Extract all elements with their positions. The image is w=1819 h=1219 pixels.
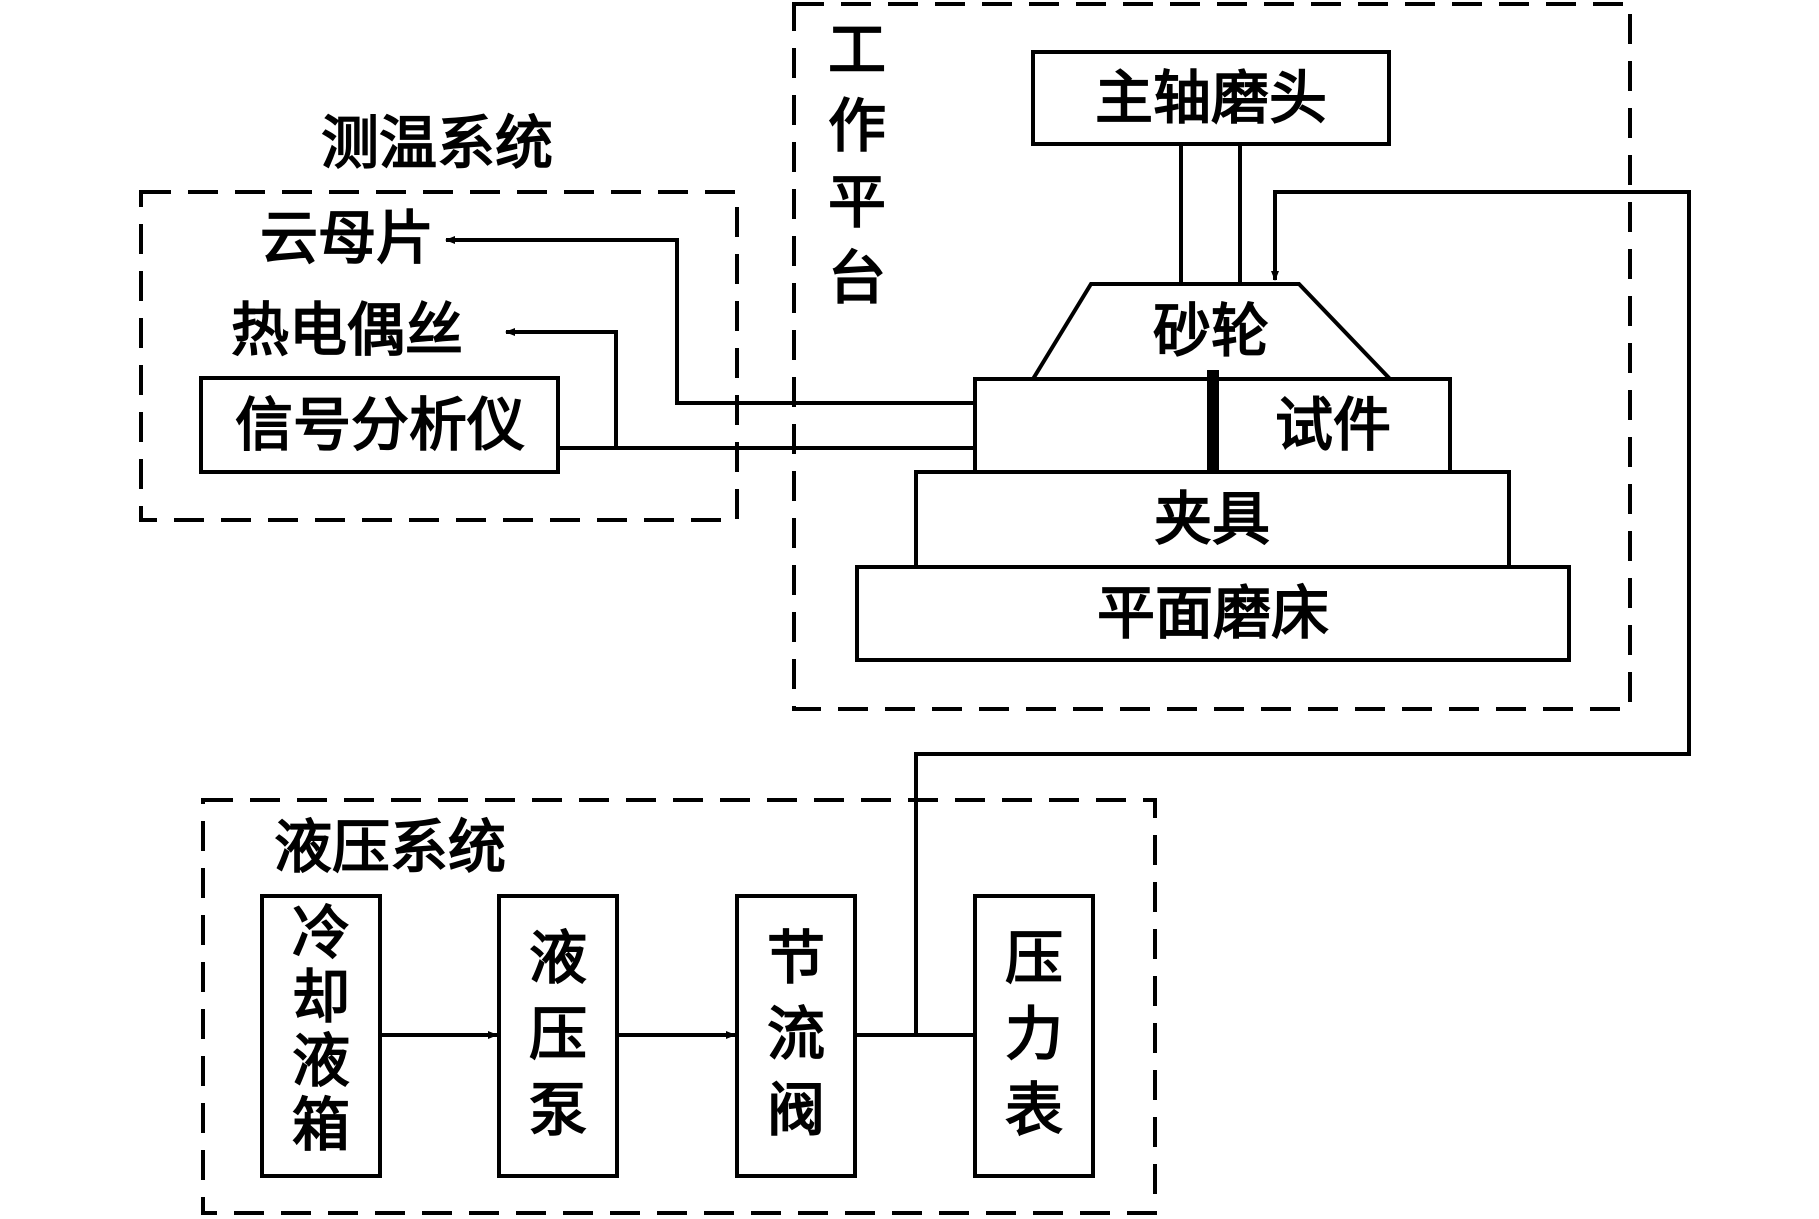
pressure-gauge-char-3: 表 bbox=[1005, 1076, 1063, 1144]
spindle-head-box bbox=[1031, 50, 1391, 146]
grinding-wheel-label: 砂轮 bbox=[1153, 297, 1269, 365]
throttle-valve-char-2: 流 bbox=[767, 1000, 825, 1068]
coolant-supply-line bbox=[914, 190, 1691, 1033]
fixture-box bbox=[914, 470, 1511, 569]
hydraulic-pump-box bbox=[497, 894, 619, 1178]
hydraulic-pump-char-3: 泵 bbox=[529, 1076, 587, 1144]
mica-signal-line bbox=[445, 236, 975, 405]
platform-label-char-1: 工 bbox=[828, 16, 886, 84]
hydraulic-pump-char-2: 压 bbox=[529, 1000, 587, 1068]
pressure-gauge-char-2: 力 bbox=[1005, 1000, 1063, 1068]
platform-label-char-2: 作 bbox=[828, 92, 886, 160]
surface-grinder-label: 平面磨床 bbox=[1097, 579, 1329, 647]
coolant-tank-box bbox=[260, 894, 382, 1178]
platform-label-char-3: 平 bbox=[828, 168, 886, 236]
thermocouple-label: 热电偶丝 bbox=[231, 296, 463, 364]
thermocouple-branch-line bbox=[505, 328, 618, 448]
throttle-valve-char-3: 阀 bbox=[767, 1076, 825, 1144]
hydraulic-system-label: 液压系统 bbox=[274, 813, 506, 881]
coolant-tank-char-3: 液 bbox=[292, 1027, 350, 1095]
spindle-head-label: 主轴磨头 bbox=[1095, 64, 1327, 132]
platform-label-char-4: 台 bbox=[828, 244, 886, 312]
signal-analyzer-label: 信号分析仪 bbox=[235, 391, 525, 459]
mica-label: 云母片 bbox=[260, 204, 434, 272]
pressure-gauge-box bbox=[973, 894, 1095, 1178]
coolant-tank-char-1: 冷 bbox=[292, 899, 350, 967]
surface-grinder-box bbox=[855, 565, 1571, 662]
temperature-system-border bbox=[139, 190, 739, 522]
hydraulic-pump-char-1: 液 bbox=[529, 924, 587, 992]
hydraulic-system-border bbox=[201, 798, 1157, 1215]
specimen-label: 试件 bbox=[1275, 391, 1391, 459]
pressure-gauge-char-1: 压 bbox=[1005, 924, 1063, 992]
signal-analyzer-box bbox=[199, 376, 560, 474]
coolant-tank-char-2: 却 bbox=[292, 963, 350, 1031]
temperature-system-label: 测温系统 bbox=[321, 109, 553, 177]
throttle-valve-char-1: 节 bbox=[767, 924, 825, 992]
work-platform-border bbox=[792, 2, 1632, 711]
coolant-tank-char-4: 箱 bbox=[292, 1091, 350, 1159]
fixture-label: 夹具 bbox=[1154, 485, 1270, 553]
